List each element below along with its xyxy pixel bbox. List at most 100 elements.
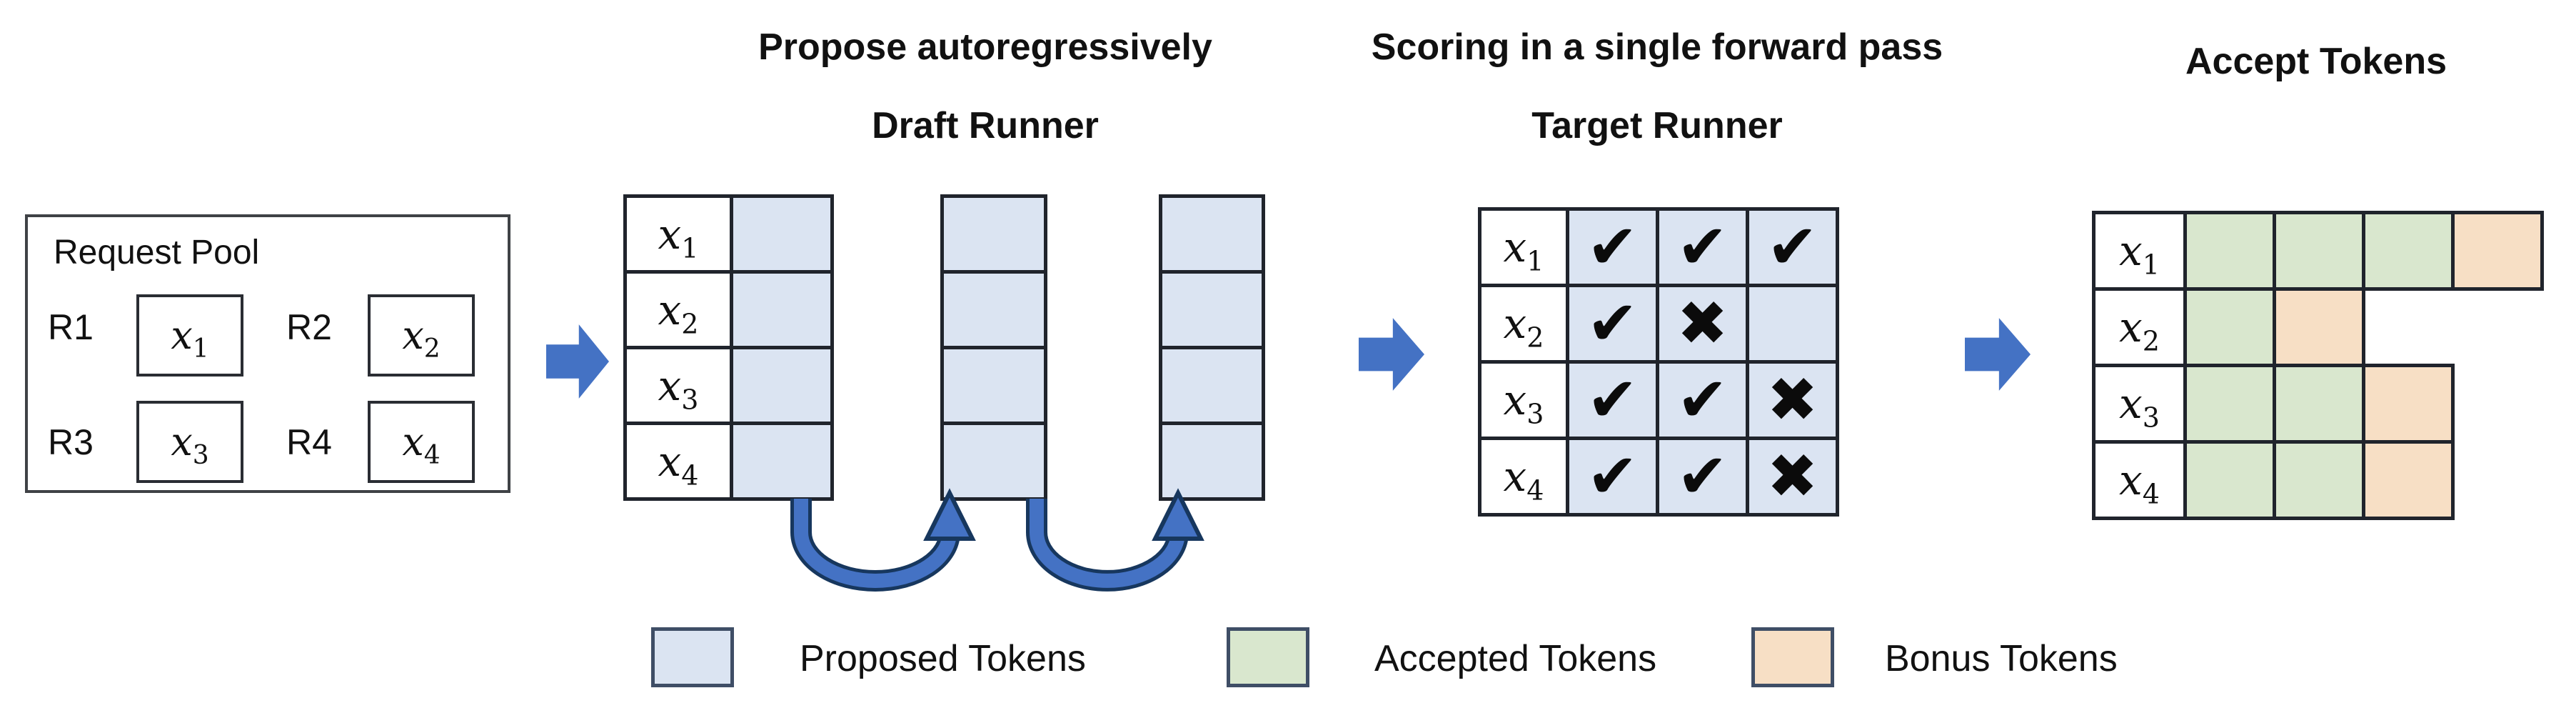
token-subscript: 4 (423, 440, 441, 470)
request-pool-title: Request Pool (54, 234, 260, 271)
accept-row-label: x3 (2119, 383, 2160, 432)
token-subscript: 3 (681, 384, 699, 416)
token-symbol: x (1503, 223, 1527, 271)
pool-request-box: x3 (136, 401, 243, 483)
pool-token: x2 (402, 312, 440, 362)
token-symbol: x (1503, 299, 1527, 348)
draft-title-line1: Propose autoregressively (758, 26, 1212, 68)
token-subscript: 2 (423, 334, 441, 364)
score-cell: ✖ (1746, 437, 1839, 517)
token-subscript: 4 (681, 459, 699, 492)
bonus-token-cell (2273, 287, 2365, 367)
draft-row-label: x2 (658, 285, 699, 338)
token-subscript: 1 (192, 334, 209, 364)
legend-label-bonus: Bonus Tokens (1885, 638, 2118, 679)
token-symbol: x (658, 285, 682, 334)
draft-title-line2: Draft Runner (872, 105, 1099, 146)
accept-label-cell: x3 (2092, 364, 2187, 444)
token-symbol: x (1503, 452, 1527, 501)
target-section-title: Scoring in a single forward pass Target … (1350, 29, 1964, 144)
accepted-token-cell (2183, 287, 2276, 367)
score-cell (1746, 284, 1839, 364)
token-subscript: 1 (681, 232, 699, 264)
cross-icon: ✖ (1766, 364, 1818, 436)
accept-row-label: x1 (2119, 230, 2160, 279)
token-subscript: 3 (1526, 398, 1544, 430)
draft-section-title: Propose autoregressively Draft Runner (678, 29, 1292, 144)
legend-label-accepted: Accepted Tokens (1374, 638, 1657, 679)
check-icon: ✔ (1586, 441, 1639, 512)
pool-token: x4 (402, 422, 440, 468)
request-id-label: R1 (48, 307, 94, 347)
request-id-label: R2 (286, 307, 332, 347)
token-symbol: x (2119, 456, 2143, 504)
request-id-label: R3 (48, 422, 94, 462)
check-icon: ✔ (1676, 441, 1729, 512)
accept-title-line1: Accept Tokens (2185, 41, 2447, 82)
token-subscript: 2 (1526, 321, 1544, 354)
cross-icon: ✖ (1676, 288, 1729, 359)
proposed-token-cell (730, 422, 834, 501)
legend-swatch-accepted (1227, 627, 1309, 687)
check-icon: ✔ (1586, 288, 1639, 359)
score-cell: ✔ (1746, 207, 1839, 287)
token-symbol: x (402, 419, 424, 464)
check-icon: ✔ (1766, 211, 1818, 283)
score-cell: ✖ (1746, 360, 1839, 440)
token-subscript: 3 (192, 440, 209, 470)
accept-section-title: Accept Tokens (2059, 43, 2573, 80)
pool-token: x1 (171, 316, 208, 362)
accepted-token-cell (2273, 440, 2365, 520)
score-cell: ✖ (1656, 284, 1749, 364)
draft-row-label: x3 (658, 361, 699, 414)
proposed-token-cell-step3 (1159, 422, 1265, 501)
cross-icon: ✖ (1766, 441, 1818, 512)
target-label-cell: x4 (1478, 437, 1569, 517)
token-symbol: x (658, 437, 682, 486)
accept-label-cell: x1 (2092, 211, 2187, 291)
target-label-cell: x1 (1478, 207, 1569, 287)
target-row-label: x1 (1503, 223, 1544, 275)
pool-request-box: x4 (368, 401, 475, 483)
target-row-label: x4 (1504, 456, 1544, 504)
loop-arrow-icon (1026, 488, 1204, 592)
proposed-token-cell-step3 (1159, 270, 1265, 349)
target-label-cell: x2 (1478, 284, 1569, 364)
legend-swatch-proposed (651, 627, 734, 687)
token-symbol: x (1503, 376, 1527, 424)
token-subscript: 2 (681, 308, 699, 340)
accept-row-label: x2 (2119, 306, 2160, 355)
target-title-line2: Target Runner (1531, 105, 1783, 146)
accepted-token-cell (2183, 440, 2276, 520)
target-label-cell: x3 (1478, 360, 1569, 440)
check-icon: ✔ (1676, 211, 1729, 283)
pool-request-box: x1 (136, 294, 243, 377)
token-symbol: x (658, 361, 682, 410)
draft-row-label: x4 (658, 441, 699, 489)
score-cell: ✔ (1566, 284, 1659, 364)
pool-request-box: x2 (368, 294, 475, 377)
token-symbol: x (402, 312, 424, 358)
target-row-label: x2 (1504, 303, 1544, 352)
check-icon: ✔ (1586, 364, 1639, 436)
score-cell: ✔ (1656, 207, 1749, 287)
token-symbol: x (171, 419, 193, 464)
accepted-token-cell (2362, 211, 2455, 291)
proposed-token-cell (730, 346, 834, 425)
legend-label-proposed: Proposed Tokens (800, 638, 1086, 679)
target-row-label: x3 (1503, 376, 1544, 428)
token-symbol: x (2119, 379, 2143, 428)
token-symbol: x (2119, 226, 2143, 275)
legend-swatch-bonus (1751, 627, 1834, 687)
token-subscript: 3 (2142, 402, 2160, 434)
token-symbol: x (658, 209, 682, 259)
loop-arrow-icon (790, 488, 976, 592)
pool-token: x3 (171, 422, 208, 468)
target-title-line1: Scoring in a single forward pass (1371, 26, 1943, 68)
bonus-token-cell (2451, 211, 2544, 291)
bonus-token-cell (2362, 440, 2455, 520)
token-subscript: 4 (2142, 478, 2160, 510)
token-subscript: 1 (1526, 245, 1544, 277)
